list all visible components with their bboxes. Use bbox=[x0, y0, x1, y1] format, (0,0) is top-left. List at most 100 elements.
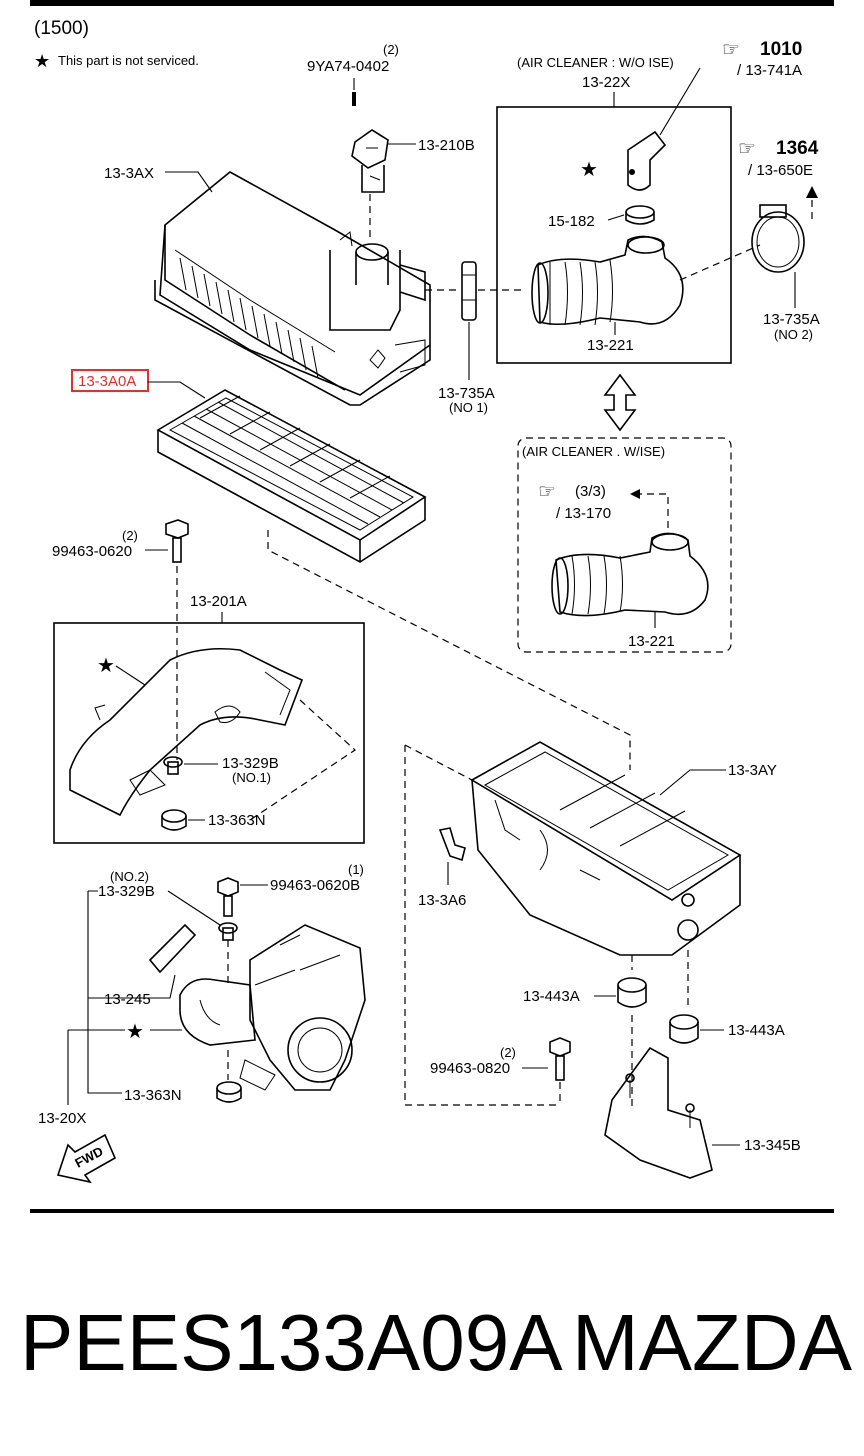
box-13-201a bbox=[53, 622, 365, 844]
label-13-3a6[interactable]: 13-3A6 bbox=[418, 892, 466, 909]
throttle-body-13-20x bbox=[179, 924, 366, 1091]
label-13-3a0a[interactable]: 13-3A0A bbox=[78, 373, 136, 390]
gasket-13-245 bbox=[148, 923, 197, 974]
label-13-443a-1[interactable]: 13-443A bbox=[523, 988, 580, 1005]
section-code: (1500) bbox=[34, 18, 89, 39]
label-13-22x[interactable]: 13-22X bbox=[582, 74, 630, 91]
leader-1010 bbox=[659, 67, 701, 136]
dash-ref-3-3 bbox=[635, 493, 669, 528]
label-13-329b-no1[interactable]: 13-329B bbox=[222, 755, 279, 772]
swap-arrow-icon bbox=[603, 373, 637, 432]
label-13-735a-no1[interactable]: 13-735A bbox=[438, 385, 495, 402]
intake-hose-13-221-a bbox=[531, 235, 684, 326]
ref-13-741a[interactable]: / 13-741A bbox=[737, 62, 802, 79]
mount-13-443a-1 bbox=[617, 977, 647, 1008]
sensor-pipe-small bbox=[627, 130, 667, 191]
star-icon: ★ bbox=[126, 1021, 144, 1043]
star-icon: ★ bbox=[34, 51, 50, 71]
qty-99463-0620: (2) bbox=[122, 528, 138, 543]
no1-label-a: (NO 1) bbox=[449, 400, 488, 415]
pointing-hand-icon: ☞ bbox=[722, 39, 740, 61]
label-13-363n-1[interactable]: 13-363N bbox=[208, 812, 266, 829]
leader-13-3a0a bbox=[148, 381, 206, 399]
pointing-hand-icon: ☞ bbox=[738, 138, 756, 160]
star-icon: ★ bbox=[97, 655, 115, 677]
dash-filter-lower bbox=[267, 530, 631, 770]
label-13-245[interactable]: 13-245 bbox=[104, 991, 151, 1008]
bolt-99463-0620 bbox=[165, 519, 189, 563]
label-13-329b-no2[interactable]: 13-329B bbox=[98, 883, 155, 900]
star-icon: ★ bbox=[580, 159, 598, 181]
box-air-cleaner-wo-ise bbox=[496, 106, 732, 364]
bolt-9ya74 bbox=[352, 92, 356, 106]
label-13-221-a[interactable]: 13-221 bbox=[587, 337, 634, 354]
label-99463-0620b[interactable]: 99463-0620B bbox=[270, 877, 360, 894]
air-cleaner-upper-case bbox=[154, 171, 431, 406]
label-15-182[interactable]: 15-182 bbox=[548, 213, 595, 230]
not-serviced-note: This part is not serviced. bbox=[58, 53, 199, 68]
label-13-443a-2[interactable]: 13-443A bbox=[728, 1022, 785, 1039]
label-13-3ay[interactable]: 13-3AY bbox=[728, 762, 777, 779]
grommet-13-329b-no1 bbox=[163, 756, 183, 775]
label-13-201a[interactable]: 13-201A bbox=[190, 593, 247, 610]
ref-1364[interactable]: 1364 bbox=[776, 138, 819, 159]
top-rule bbox=[30, 0, 834, 6]
grommet-13-363n-1 bbox=[161, 809, 187, 831]
clamp-15-182 bbox=[625, 205, 655, 225]
mount-13-443a-2 bbox=[669, 1014, 699, 1044]
highlight-box-13-3a0a bbox=[71, 369, 149, 392]
ref-13-170[interactable]: / 13-170 bbox=[556, 505, 611, 522]
footer-brand: MAZDA bbox=[572, 1298, 852, 1387]
label-13-363n-2[interactable]: 13-363N bbox=[124, 1087, 182, 1104]
footer: PEES133A09A MAZDA bbox=[0, 1298, 864, 1388]
dash-mounts bbox=[631, 950, 689, 1110]
label-99463-0620[interactable]: 99463-0620 bbox=[52, 543, 132, 560]
label-99463-0820[interactable]: 99463-0820 bbox=[430, 1060, 510, 1077]
dash-duct bbox=[249, 699, 356, 821]
ref-13-650e[interactable]: / 13-650E bbox=[748, 162, 813, 179]
leader-bracket-group bbox=[87, 890, 122, 1094]
clamp-13-735a-no2 bbox=[751, 204, 805, 273]
label-13-210b[interactable]: 13-210B bbox=[418, 137, 475, 154]
pointing-hand-icon: ☞ bbox=[538, 481, 556, 503]
bracket-13-345b bbox=[604, 1046, 713, 1179]
bolt-99463-0820 bbox=[549, 1037, 571, 1081]
ref-3-3[interactable]: (3/3) bbox=[575, 483, 606, 500]
arrow-left-icon bbox=[630, 489, 640, 499]
clip-13-3a6 bbox=[438, 827, 466, 862]
label-13-3ax[interactable]: 13-3AX bbox=[104, 165, 154, 182]
intake-duct-13-201a bbox=[69, 647, 304, 817]
leader-13-3ay bbox=[659, 769, 726, 796]
no1-label-b: (NO.1) bbox=[232, 770, 271, 785]
no2-label-b: (NO.2) bbox=[110, 869, 149, 884]
leader-15-182 bbox=[607, 214, 625, 221]
ref-1010[interactable]: 1010 bbox=[760, 39, 802, 60]
leader-13-3ax bbox=[165, 171, 213, 193]
label-13-735a-no2[interactable]: 13-735A bbox=[763, 311, 820, 328]
box-air-cleaner-w-ise bbox=[517, 437, 732, 653]
footer-part-number: PEES133A09A bbox=[20, 1298, 563, 1387]
label-air-cleaner-w-ise: (AIR CLEANER . W/ISE) bbox=[522, 444, 665, 459]
grommet-13-363n-2 bbox=[216, 1081, 242, 1103]
grommet-13-329b-no2 bbox=[218, 922, 238, 941]
dash-hose-clamp bbox=[679, 244, 761, 281]
bolt-99463-0620b bbox=[217, 877, 239, 917]
clamp-13-735a-no1 bbox=[461, 261, 477, 321]
label-13-20x[interactable]: 13-20X bbox=[38, 1110, 86, 1127]
sensor-13-210b bbox=[351, 129, 389, 193]
label-13-345b[interactable]: 13-345B bbox=[744, 1137, 801, 1154]
dash-lower-case bbox=[404, 744, 560, 1106]
arrow-up-icon bbox=[806, 186, 818, 198]
no2-label-a: (NO 2) bbox=[774, 327, 813, 342]
leader-13-329b-2 bbox=[167, 890, 221, 926]
label-9ya74-0402[interactable]: 9YA74-0402 bbox=[307, 58, 389, 75]
air-cleaner-lower-case bbox=[470, 741, 742, 956]
qty-9ya74: (2) bbox=[383, 42, 399, 57]
intake-hose-13-221-b bbox=[551, 532, 709, 617]
air-filter-element bbox=[156, 389, 427, 563]
label-13-221-b[interactable]: 13-221 bbox=[628, 633, 675, 650]
leader-13-245 bbox=[88, 974, 176, 999]
qty-99463-0620b: (1) bbox=[348, 862, 364, 877]
bottom-rule bbox=[30, 1209, 834, 1213]
